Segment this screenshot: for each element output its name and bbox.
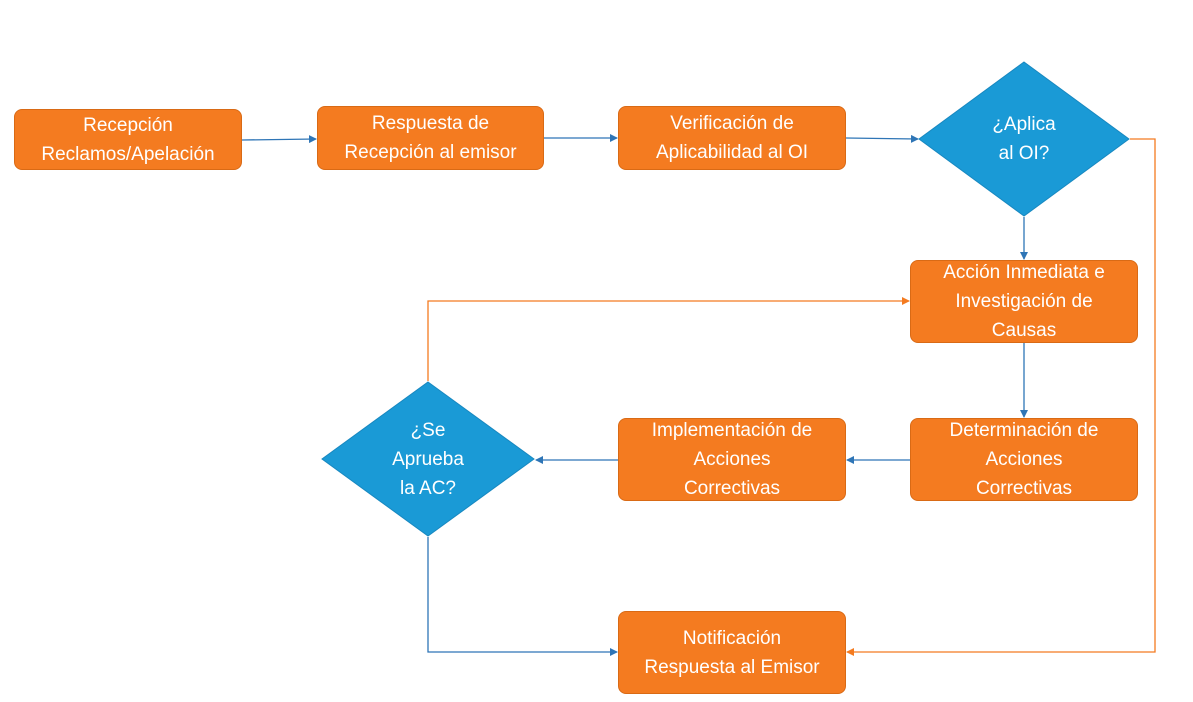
node-verificacion-aplicabilidad: Verificación de Aplicabilidad al OI <box>618 106 846 170</box>
node-respuesta-recepcion: Respuesta de Recepción al emisor <box>317 106 544 170</box>
decision-aplica-oi-label: ¿Aplica al OI? <box>992 114 1056 164</box>
arrow-recepcion-to-respuesta <box>241 135 317 144</box>
arrow-aprueba-to-accion <box>427 297 910 381</box>
arrow-aplica-to-notificacion <box>846 138 1156 656</box>
arrow-verificacion-to-aplica <box>845 134 919 143</box>
diamond-shape <box>918 61 1130 217</box>
decision-aprueba-ac: ¿Se Aprueba la AC? <box>321 381 535 537</box>
node-implementacion-acciones: Implementación de Acciones Correctivas <box>618 418 846 501</box>
arrow-aprueba-to-notificacion <box>427 537 618 656</box>
node-recepcion-reclamos: Recepción Reclamos/Apelación <box>14 109 242 170</box>
node-notificacion-respuesta: Notificación Respuesta al Emisor <box>618 611 846 694</box>
decision-aprueba-ac-label: ¿Se Aprueba la AC? <box>392 419 464 499</box>
decision-aplica-oi: ¿Aplica al OI? <box>918 61 1130 217</box>
node-determinacion-acciones: Determinación de Acciones Correctivas <box>910 418 1138 501</box>
diamond-shape <box>321 381 535 537</box>
node-accion-inmediata: Acción Inmediata e Investigación de Caus… <box>910 260 1138 343</box>
